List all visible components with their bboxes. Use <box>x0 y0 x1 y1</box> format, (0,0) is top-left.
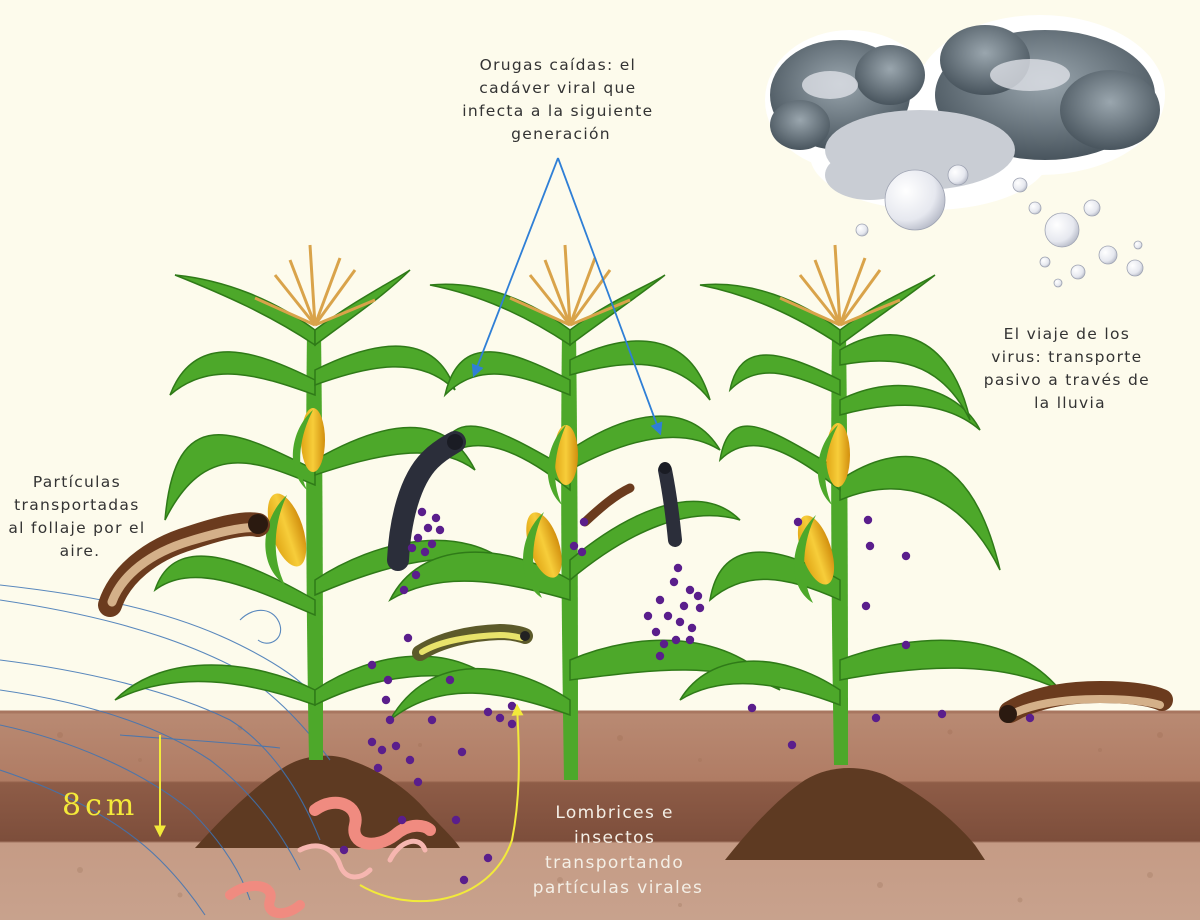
virus-particle <box>420 547 430 557</box>
virus-particle <box>383 675 393 685</box>
virus-particle <box>747 703 757 713</box>
virus-particle <box>663 611 673 621</box>
virus-particle <box>937 709 947 719</box>
rain-cloud-icon <box>765 15 1165 210</box>
virus-particle <box>431 513 441 523</box>
label-fallen-caterpillars: Orugas caídas: el cadáver viral que infe… <box>462 56 659 143</box>
label-soil-transport: Lombrices e insectos transportando partí… <box>533 803 704 898</box>
virus-particle <box>655 595 665 605</box>
virus-particle <box>861 601 871 611</box>
virus-particle <box>675 617 685 627</box>
dirt-mound-right <box>725 768 985 860</box>
virus-particle <box>483 707 493 717</box>
virus-particle <box>685 635 695 645</box>
virus-particle <box>445 675 455 685</box>
worm-bottom <box>225 880 305 919</box>
caterpillar-dead-upper <box>387 431 466 571</box>
caterpillar-right <box>999 680 1173 723</box>
caterpillar-left <box>98 512 270 617</box>
virus-particle <box>413 533 423 543</box>
virus-particle <box>399 585 409 595</box>
virus-particle <box>339 845 349 855</box>
virus-particle <box>423 523 433 533</box>
virus-particle <box>417 507 427 517</box>
virus-particle <box>671 635 681 645</box>
virus-particle <box>569 541 579 551</box>
callout-arrows <box>471 157 663 436</box>
virus-particle <box>435 525 445 535</box>
virus-particle <box>901 640 911 650</box>
virus-particle <box>427 539 437 549</box>
virus-particle <box>673 563 683 573</box>
caterpillar-dead-lower <box>658 462 682 547</box>
caterpillar-small <box>580 483 635 527</box>
virus-particle <box>459 875 469 885</box>
worm-thin-right <box>387 838 428 863</box>
caterpillar-green <box>412 623 533 661</box>
corn-plant-right <box>679 244 1061 765</box>
virus-particle <box>901 551 911 561</box>
virus-particle <box>863 515 873 525</box>
virus-particle <box>411 570 421 580</box>
virus-particle <box>659 639 669 649</box>
earthworms <box>225 796 436 919</box>
virus-particle <box>391 741 401 751</box>
virus-particle <box>381 695 391 705</box>
virus-particle <box>405 755 415 765</box>
virus-particle <box>367 660 377 670</box>
soil-layers <box>0 710 1200 920</box>
virus-particle <box>687 623 697 633</box>
virus-particle <box>507 701 517 711</box>
virus-particle <box>413 777 423 787</box>
callout-arrow-left <box>471 157 559 378</box>
virus-particle <box>495 713 505 723</box>
virus-particle <box>451 815 461 825</box>
virus-particle <box>579 517 589 527</box>
virus-particle <box>367 737 377 747</box>
virus-particle <box>407 543 417 553</box>
virus-particle <box>695 603 705 613</box>
callout-arrow-right <box>557 157 663 436</box>
virus-particles <box>339 507 1035 885</box>
raindrops <box>855 164 1144 288</box>
wind-lines <box>0 584 331 916</box>
virus-particle <box>669 577 679 587</box>
virus-particle <box>655 651 665 661</box>
virus-particle <box>685 585 695 595</box>
virus-particle <box>693 591 703 601</box>
label-airborne-particles: Partículas transportadas al follaje por … <box>8 473 151 560</box>
worm-thin <box>297 843 373 880</box>
virus-particle <box>397 815 407 825</box>
virus-particle <box>871 713 881 723</box>
worm-transport-arrow <box>359 703 524 903</box>
virus-particle <box>483 853 493 863</box>
virus-particle <box>865 541 875 551</box>
worm-large <box>309 796 436 850</box>
corn-plant-middle <box>388 244 781 780</box>
virus-particle <box>373 763 383 773</box>
virus-particle <box>577 547 587 557</box>
virus-particle <box>507 719 517 729</box>
corn-plants <box>114 244 1061 780</box>
virus-particle <box>643 611 653 621</box>
virus-particle <box>793 517 803 527</box>
virus-particle <box>651 627 661 637</box>
virus-particle <box>427 715 437 725</box>
virus-particle <box>403 633 413 643</box>
label-rain-transport: El viaje de los virus: transporte pasivo… <box>984 325 1156 412</box>
virus-particle <box>385 715 395 725</box>
virus-particle <box>787 740 797 750</box>
virus-particle <box>1025 713 1035 723</box>
virus-particle <box>457 747 467 757</box>
virus-particle <box>679 601 689 611</box>
virus-particle <box>377 745 387 755</box>
label-depth: 8cm <box>62 788 138 823</box>
